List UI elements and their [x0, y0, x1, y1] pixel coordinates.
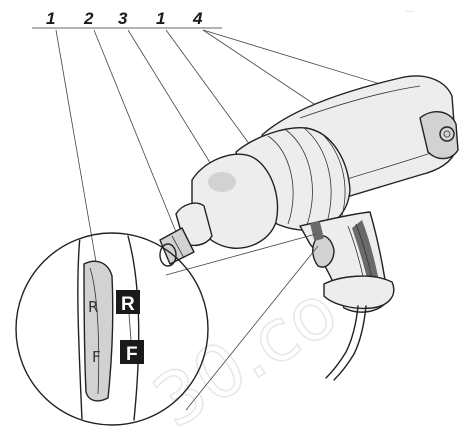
- callout-labels: 1 2 3 1 4: [32, 9, 222, 29]
- switch-raised-f: F: [92, 348, 101, 366]
- inset-label-connector: [128, 313, 132, 341]
- callout-1-left: 1: [46, 9, 55, 28]
- impact-wrench: [159, 75, 459, 381]
- leader-1-left: [55, 29, 101, 286]
- callout-3: 3: [118, 9, 128, 28]
- drive-edge: [171, 235, 185, 259]
- inset-body-edge-right: [127, 235, 140, 421]
- direction-switch-on-tool: [310, 221, 324, 241]
- label-box-f: [120, 340, 144, 364]
- trigger: [312, 234, 335, 268]
- watermark-corner-text: ...: [405, 4, 415, 15]
- watermark-text: 30.co: [139, 268, 352, 439]
- rib-4: [319, 131, 346, 217]
- rear-plug-center: [443, 130, 451, 138]
- leader-2: [93, 29, 177, 233]
- rib-2: [285, 129, 313, 229]
- zoom-line-top: [165, 233, 317, 276]
- label-box-r-text: R: [121, 294, 135, 315]
- rear-cap: [419, 111, 459, 160]
- callout-1-right: 1: [156, 9, 165, 28]
- switch-detail-inset: R F R F: [15, 232, 209, 426]
- label-box-r: [116, 290, 140, 314]
- hammer-highlight: [208, 172, 236, 192]
- zoom-line-bottom: [185, 245, 319, 411]
- handle-base: [323, 275, 395, 310]
- inset-circle: [15, 232, 209, 426]
- zoom-cone: [165, 233, 319, 411]
- drive-face: [159, 243, 177, 267]
- power-cord-edge: [333, 305, 367, 381]
- power-cord: [325, 305, 359, 379]
- callout-2: 2: [83, 9, 94, 28]
- callout-4: 4: [192, 9, 203, 28]
- rib-3: [303, 127, 332, 227]
- label-box-f-text: F: [126, 344, 138, 365]
- leader-3: [127, 29, 223, 183]
- inset-lever-shading: [89, 267, 100, 395]
- rib-1: [267, 135, 294, 225]
- inset-body-edge: [77, 235, 83, 421]
- switch-raised-r: R: [88, 298, 98, 316]
- housing-ridge: [299, 85, 421, 119]
- rear-plug: [439, 126, 455, 142]
